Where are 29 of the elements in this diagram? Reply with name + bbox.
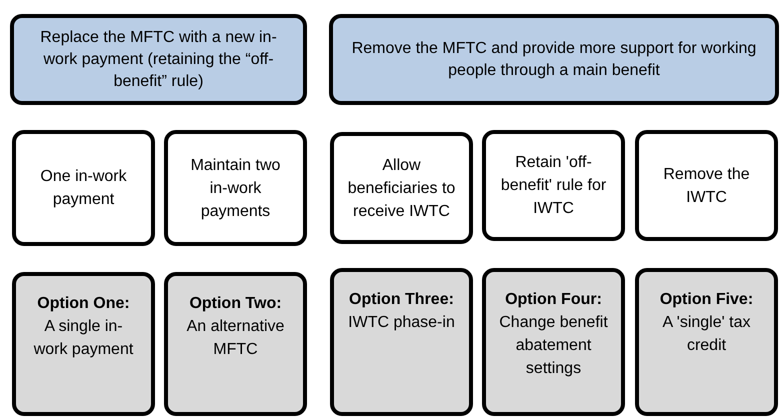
category-box [329, 14, 779, 105]
box-text: Remove the MFTC and provide more support for working people through a main benefit [350, 38, 758, 80]
box-text: An alternative MFTC [186, 317, 286, 360]
option-title: Option Five: [660, 290, 754, 310]
option-box [635, 268, 778, 416]
option-box [482, 268, 625, 416]
option-title: Option One: [37, 294, 130, 314]
box-text: A single in-work payment [32, 317, 134, 360]
option-title: Option Two: [189, 294, 282, 314]
box-text: Allow beneficiaries to receive IWTC [346, 156, 456, 222]
approach-box [12, 130, 155, 246]
option-title: Option Three: [349, 290, 454, 310]
option-box [164, 272, 307, 416]
box-text: Change benefit abatement settings [498, 313, 609, 379]
approach-box [635, 130, 778, 241]
approach-box [164, 130, 307, 246]
box-text: Replace the MFTC with a new in-work payment (retaining the “off-benefit” rule) [39, 28, 278, 92]
category-box [10, 14, 307, 105]
box-text: One in-work payment [39, 167, 128, 210]
box-text: Remove the IWTC [662, 164, 751, 208]
option-title: Option Four: [505, 290, 602, 310]
box-text: A 'single' tax credit [662, 313, 752, 356]
option-box [12, 272, 155, 416]
box-text: IWTC phase-in [348, 313, 455, 333]
box-text: Maintain two in-work payments [190, 156, 282, 222]
option-box [330, 268, 473, 416]
approach-box [482, 130, 625, 241]
approach-box [330, 132, 473, 244]
box-text: Retain 'off-benefit' rule for IWTC [500, 153, 608, 219]
